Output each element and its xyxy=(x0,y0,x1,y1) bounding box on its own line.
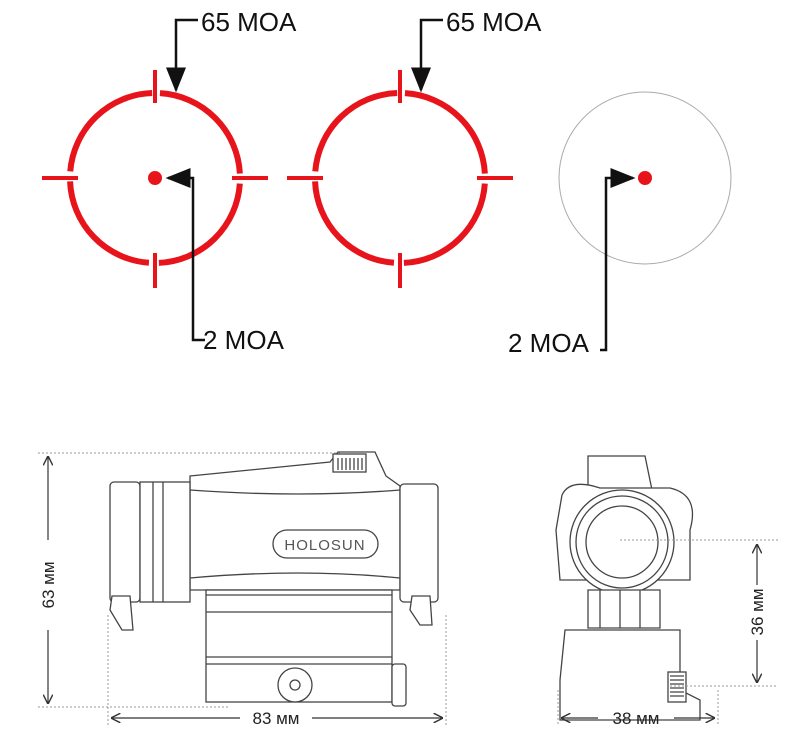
side-view-drawing: HOLOSUN xyxy=(109,451,439,707)
reticle-dot-only xyxy=(558,91,732,352)
dimension-lines xyxy=(38,452,778,725)
dot-label-3: 2 MOA xyxy=(508,328,590,358)
outer-ring-label-1: 65 MOA xyxy=(201,7,297,37)
height-dimension: 63 мм xyxy=(39,561,58,608)
front-view-drawing xyxy=(555,455,701,721)
length-dimension: 83 мм xyxy=(252,709,299,728)
optical-axis-height-dimension: 36 мм xyxy=(748,588,767,635)
center-dot xyxy=(148,171,162,185)
reticle-circle-dot xyxy=(42,18,268,342)
reticle-circle xyxy=(287,18,513,288)
center-dot xyxy=(638,171,652,185)
holosun-logo: HOLOSUN xyxy=(284,537,365,554)
outer-ring-label-2: 65 MOA xyxy=(446,7,542,37)
width-dimension: 38 мм xyxy=(612,709,659,728)
dot-label-1: 2 MOA xyxy=(203,325,285,355)
